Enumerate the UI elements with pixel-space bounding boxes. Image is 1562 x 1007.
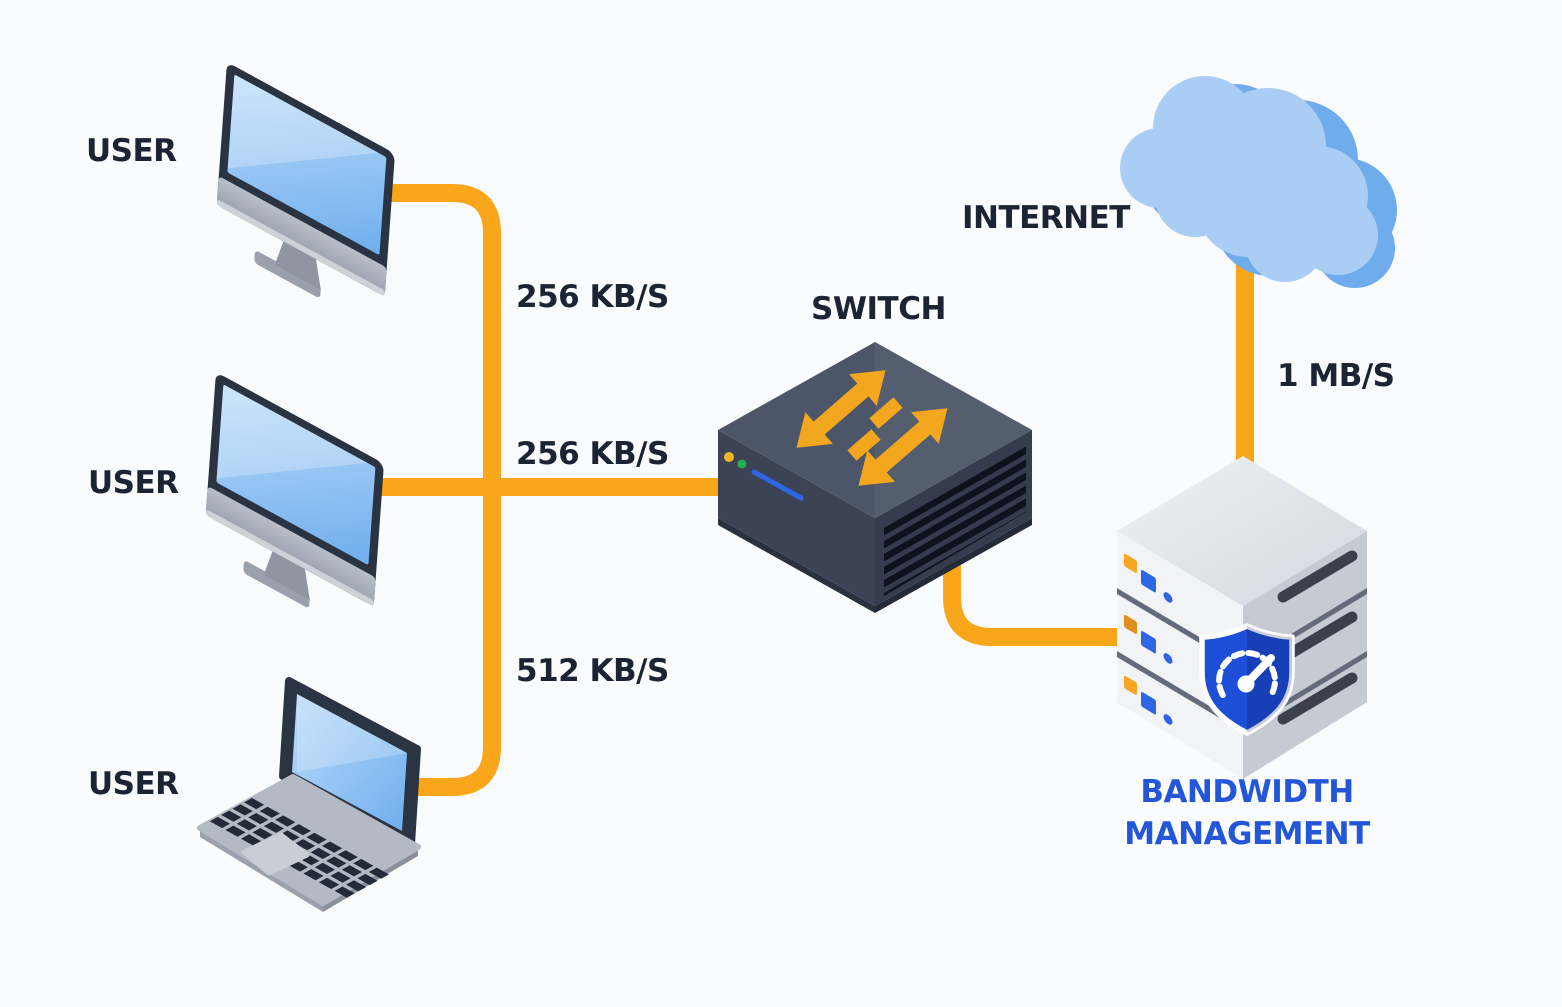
internet-cloud-icon [1120,76,1397,288]
bandwidth-label-user1: 256 KB/S [516,279,669,315]
transfer-arrows-icon [782,354,962,502]
user2-label: USER [88,465,179,501]
bandwidth-label-user3: 512 KB/S [516,653,669,689]
bandwidth-management-server-icon [1117,456,1367,779]
server-tier2-indicators [1124,614,1173,664]
user1-monitor-icon [214,62,395,333]
server-tier3-indicators [1124,675,1173,725]
bandwidth-management-label: BANDWIDTH MANAGEMENT [1123,771,1371,855]
switch-icon [718,342,1032,613]
internet-label: INTERNET [962,200,1130,236]
server-tier1-indicators [1124,553,1173,603]
user1-label: USER [86,133,177,169]
user3-laptop-icon [197,677,421,912]
user2-monitor-icon [203,372,384,643]
bandwidth-label-user2: 256 KB/S [516,436,669,472]
switch-led-yellow [724,452,734,462]
switch-led-green [737,459,747,469]
switch-status-light [751,469,804,501]
switch-label: SWITCH [811,291,946,327]
cables [378,184,1254,796]
cable-switch-bwm [943,538,1160,646]
bandwidth-label-internet: 1 MB/S [1277,358,1395,394]
shield-speedometer-icon [1199,623,1295,736]
bandwidth-management-label-line1: BANDWIDTH [1140,774,1354,810]
bandwidth-management-label-line2: MANAGEMENT [1124,816,1370,852]
user3-label: USER [88,766,179,802]
